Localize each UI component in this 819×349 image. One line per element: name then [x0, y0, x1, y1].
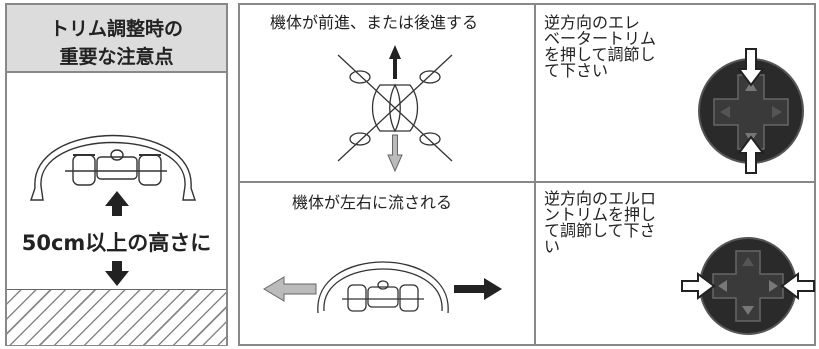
row2-condition: 機体が左右に流される	[292, 193, 453, 212]
drone-front-view-small-icon	[317, 261, 449, 314]
drone-front-illustration	[30, 134, 196, 286]
caution-header: トリム調整時の 重要な注意点	[7, 5, 226, 73]
drone-top-forward-illustration	[337, 45, 453, 173]
row1-instruction-line3: を押して調節し	[544, 45, 656, 64]
row2-instruction-line4: い	[544, 237, 561, 256]
press-up-arrow-icon	[737, 48, 765, 87]
row2-instruction-line1: 逆方向のエルロ	[544, 189, 657, 208]
arrow-backward-icon	[387, 134, 403, 173]
arrow-up-icon	[105, 191, 129, 216]
arrow-down-icon	[105, 261, 129, 286]
caution-title-line1: トリム調整時の	[49, 18, 183, 40]
row1-instruction-line1: 逆方向のエレ	[544, 13, 641, 32]
row1-condition: 機体が前進、または後進する	[270, 13, 479, 32]
press-down-arrow-icon	[737, 135, 765, 174]
row1-instruction-line2: ベータートリム	[544, 29, 657, 48]
caution-title-line2: 重要な注意点	[59, 46, 174, 68]
drone-drift-illustration	[263, 261, 502, 314]
drone-front-view-icon	[30, 134, 196, 201]
height-note: 50cm以上の高さに	[21, 231, 212, 255]
arrow-left-icon	[263, 276, 317, 302]
drone-top-view-icon	[337, 54, 453, 162]
row-divider	[240, 181, 814, 183]
ground-hatch	[7, 289, 226, 345]
row2-instruction-line2: ントリムを押し	[544, 205, 657, 224]
arrow-forward-icon	[389, 45, 401, 79]
arrow-right-icon	[454, 278, 502, 300]
press-right-arrow-icon	[780, 272, 815, 300]
elevator-trim-pad	[698, 48, 804, 174]
trim-table: 機体が前進、または後進する 逆方向のエレ ベータートリム を押して調節し て下さ…	[238, 3, 816, 346]
caution-panel: トリム調整時の 重要な注意点 50cm以上の高さに	[5, 3, 228, 346]
row1-instruction-line4: て下さい	[544, 61, 609, 80]
aileron-trim-pad	[681, 237, 815, 335]
press-left-arrow-icon	[681, 272, 716, 300]
row2-instruction-line3: て調節して下さ	[544, 221, 656, 240]
column-divider	[534, 5, 536, 344]
